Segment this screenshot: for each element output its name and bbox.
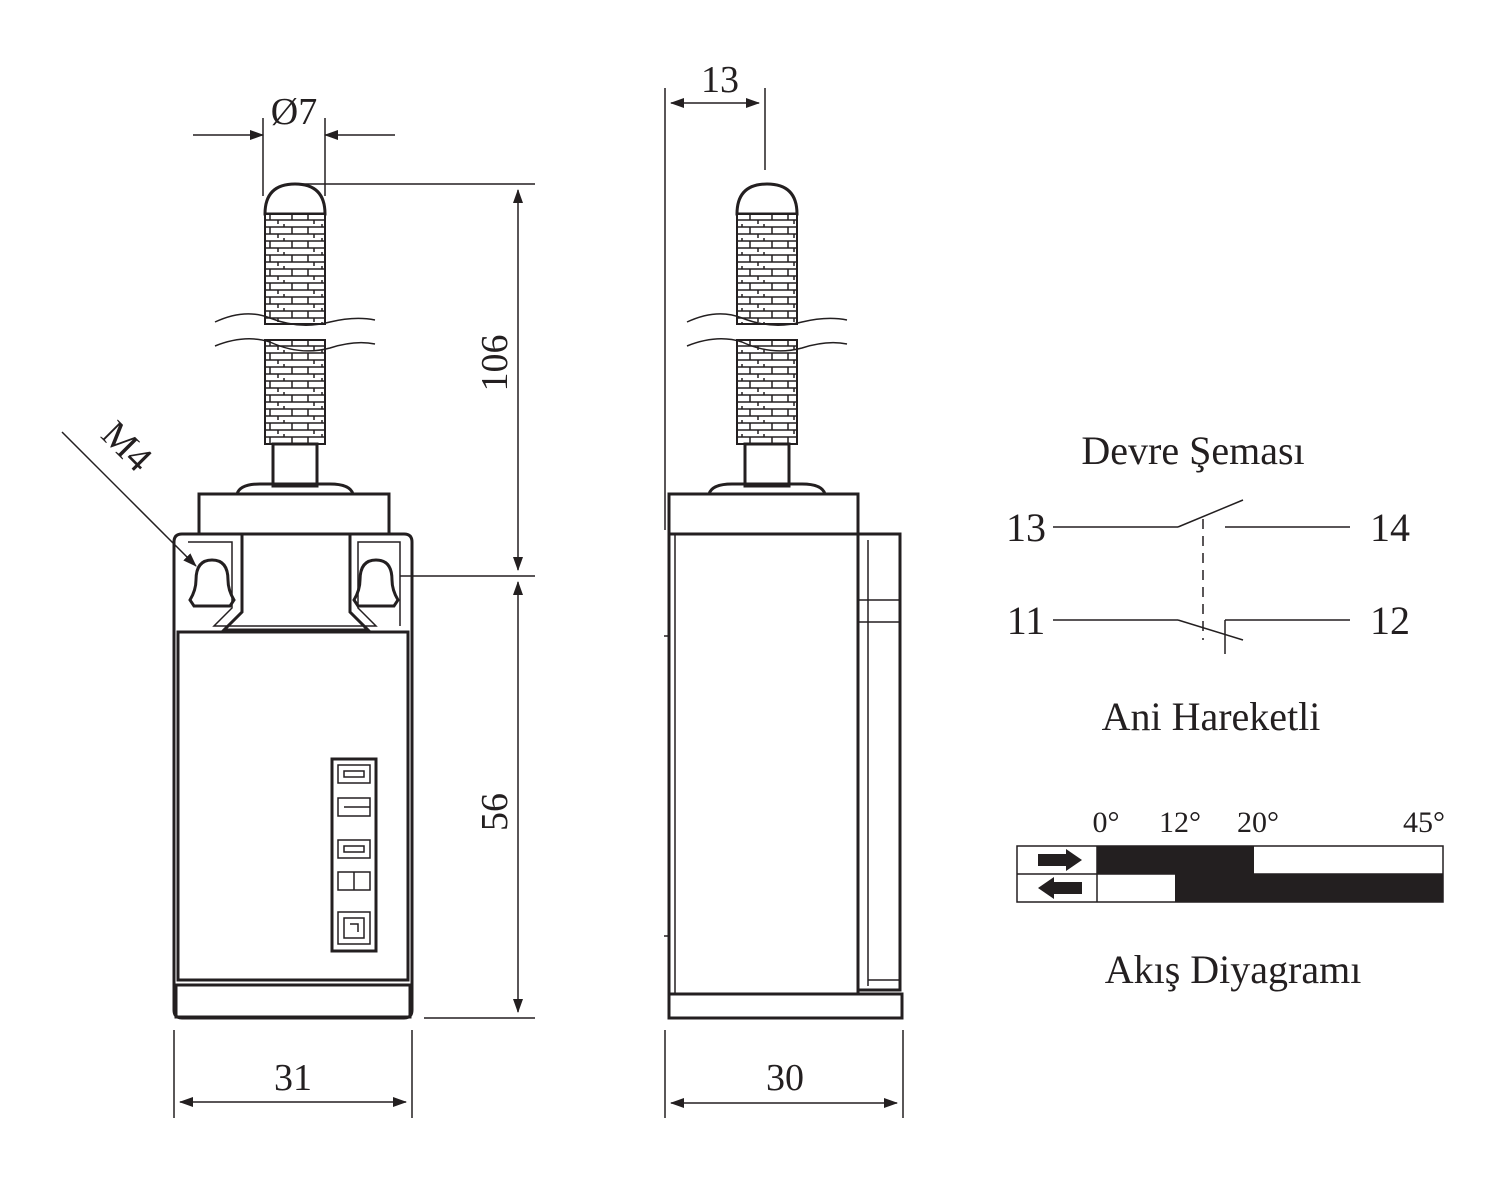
- terminal-13-label: 13: [1006, 505, 1046, 550]
- body-depth-dimension: 30: [664, 1030, 904, 1118]
- thread-callout: M4: [61, 413, 197, 567]
- front-view: Ø7: [61, 91, 535, 1118]
- flow-title: Akış Diyagramı: [1105, 947, 1362, 992]
- body-height-label: 56: [474, 793, 516, 831]
- angle-45-label: 45°: [1403, 806, 1445, 839]
- shaft-offset-label: 13: [701, 59, 739, 101]
- side-view: 13 30: [664, 59, 904, 1118]
- angle-12-label: 12°: [1159, 806, 1201, 839]
- nc-contact-bar: [1097, 846, 1254, 874]
- side-actuator-rod: [686, 182, 848, 496]
- body-width-label: 31: [274, 1057, 312, 1099]
- terminal-12-label: 12: [1370, 598, 1410, 643]
- flow-diagram: 0° 12° 20° 45° Akış Diyagramı: [1016, 806, 1445, 992]
- shaft-offset-dimension: 13: [664, 59, 766, 530]
- angle-0-label: 0°: [1093, 806, 1120, 839]
- no-contact-bar: [1175, 874, 1443, 902]
- total-height-label: 106: [474, 335, 516, 392]
- total-height-dimension: 106: [295, 183, 535, 577]
- forward-arrow-icon: [1038, 849, 1082, 871]
- front-actuator-rod: [214, 182, 376, 496]
- side-body: [664, 492, 904, 1020]
- emas-logo: [330, 757, 378, 953]
- angle-20-label: 20°: [1237, 806, 1279, 839]
- body-width-dimension: 31: [173, 1030, 413, 1118]
- circuit-diagram: Devre Şeması 13 14 11 12 Ani Hareketli: [1006, 428, 1410, 739]
- front-body: [172, 492, 414, 1020]
- shaft-diameter-dimension: Ø7: [193, 91, 395, 196]
- body-height-dimension: 56: [424, 581, 535, 1019]
- thread-label: M4: [93, 413, 160, 480]
- body-depth-label: 30: [766, 1057, 804, 1099]
- terminal-11-label: 11: [1007, 598, 1046, 643]
- terminal-14-label: 14: [1370, 505, 1410, 550]
- circuit-subtitle: Ani Hareketli: [1102, 694, 1321, 739]
- reverse-arrow-icon: [1038, 877, 1082, 899]
- shaft-diameter-label: Ø7: [271, 91, 317, 133]
- circuit-title: Devre Şeması: [1081, 428, 1304, 473]
